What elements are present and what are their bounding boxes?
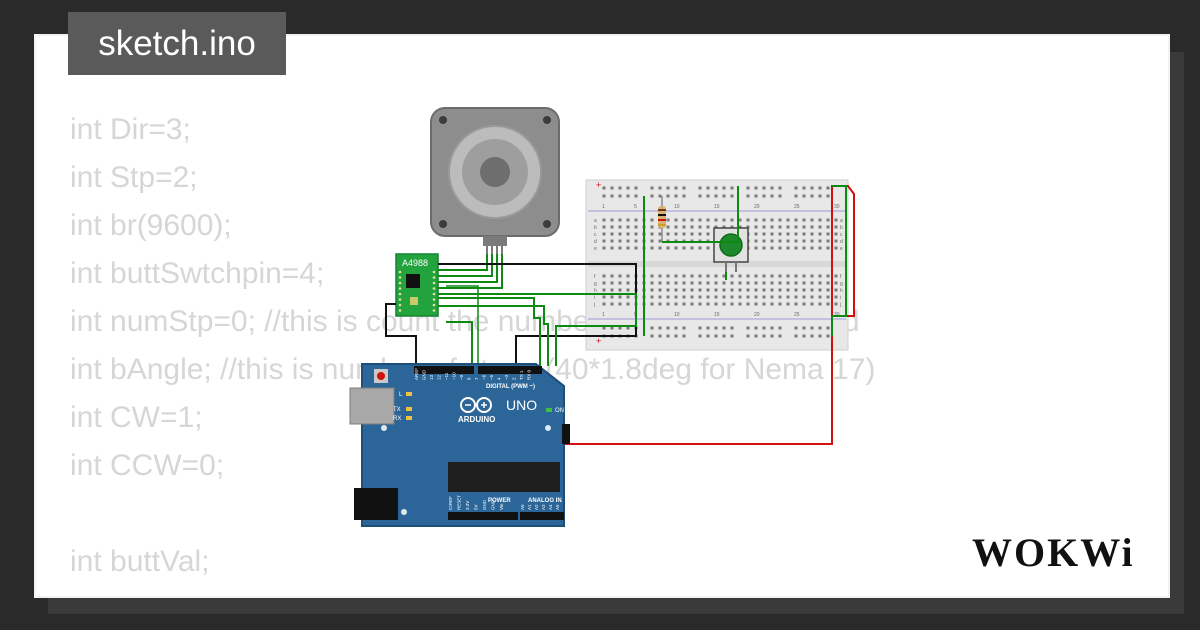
arduino-pin-label: A2	[534, 504, 539, 510]
svg-text:WOKWi: WOKWi	[972, 530, 1135, 575]
breadboard-column-label: 20	[754, 204, 760, 210]
power-header-label: POWER	[488, 498, 511, 504]
l-led-label: L	[399, 392, 403, 398]
driver-label: A4988	[402, 258, 428, 268]
code-line: int CCW=0;	[70, 449, 225, 482]
arduino-pin-label: 2	[512, 377, 517, 380]
arduino-pin-label: ~3	[504, 374, 509, 380]
preview-card: int Dir=3; int Stp=2; int br(9600); int but…	[34, 34, 1170, 598]
on-led-label: ON	[555, 408, 564, 414]
breadboard-row-label: g	[594, 281, 597, 287]
breadboard-column-label: 5	[634, 204, 637, 210]
arduino-pin-label: ~11	[444, 372, 449, 380]
resistor[interactable]	[658, 196, 666, 242]
arduino-pin-label: GND	[422, 369, 427, 380]
arduino-logo-icon	[460, 397, 492, 413]
arduino-pin-label: 13	[429, 374, 434, 380]
arduino-pin-label: ~5	[489, 374, 494, 380]
breadboard-column-label: 25	[794, 204, 800, 210]
breadboard-row-label: c	[840, 232, 843, 238]
arduino-pin-label: IOREF	[448, 496, 453, 510]
breadboard-row-label: a	[594, 218, 597, 224]
arduino-pin-label: A1	[527, 504, 532, 510]
digital-header-label: DIGITAL (PWM ~)	[486, 384, 535, 390]
arduino-pin-label: 3.3V	[465, 501, 470, 510]
breadboard-row-label: b	[594, 225, 597, 231]
breadboard-row-label: d	[594, 239, 597, 245]
analog-header-label: ANALOG IN	[528, 498, 562, 504]
breadboard-row-label: c	[594, 232, 597, 238]
code-line: int buttSwtchpin=4;	[70, 257, 325, 290]
breadboard-column-label: 15	[714, 204, 720, 210]
breadboard-row-label: f	[840, 274, 842, 280]
breadboard-row-label: b	[840, 225, 843, 231]
brand-label: ARDUINO	[458, 415, 495, 424]
arduino-pin-label: GND	[482, 499, 487, 510]
arduino-pin-label: ~10	[452, 372, 457, 380]
breadboard-column-label: 10	[674, 204, 680, 210]
file-tab-title[interactable]: sketch.ino	[68, 12, 286, 75]
breadboard-row-label: g	[840, 281, 843, 287]
a4988-driver[interactable]: A4988	[395, 253, 439, 317]
code-line: int CW=1;	[70, 401, 203, 434]
arduino-uno[interactable]: L TX RX ON DIGITAL (PWM ~) UNO ARDUINO P…	[349, 363, 570, 527]
arduino-pin-label: RX 0	[527, 369, 532, 380]
tx-led-label: TX	[393, 407, 401, 413]
breadboard-row-label: j	[593, 302, 595, 308]
code-line: int buttVal;	[70, 545, 210, 578]
breadboard-column-label: 30	[834, 204, 840, 210]
push-button[interactable]	[713, 227, 749, 272]
arduino-pin-label: ~6	[482, 374, 487, 380]
code-line: int Stp=2;	[70, 161, 198, 194]
breadboard-column-label: 20	[754, 312, 760, 318]
breadboard-row-label: e	[840, 246, 843, 252]
arduino-pin-label: Vin	[499, 503, 504, 510]
breadboard-column-label: 1	[602, 312, 605, 318]
arduino-pin-label: A4	[548, 504, 553, 510]
arduino-pin-label: TX 1	[519, 370, 524, 380]
breadboard-row-label: i	[840, 295, 841, 301]
arduino-pin-label: ~9	[459, 374, 464, 380]
breadboard-column-label: 15	[714, 312, 720, 318]
arduino-pin-label: 8	[467, 377, 472, 380]
code-line: int Dir=3;	[70, 113, 191, 146]
arduino-pin-label: A0	[520, 504, 525, 510]
arduino-pin-label: A5	[555, 504, 560, 510]
arduino-pin-label: 12	[437, 374, 442, 380]
arduino-pin-label: 7	[474, 377, 479, 380]
breadboard-row-label: h	[840, 288, 843, 294]
arduino-pin-label: GND	[491, 499, 496, 510]
breadboard-column-label: 25	[794, 312, 800, 318]
model-label: UNO	[506, 397, 537, 413]
svg-text:+: +	[596, 336, 601, 346]
stepper-motor[interactable]	[430, 107, 560, 254]
breadboard-row-label: d	[840, 239, 843, 245]
breadboard-row-label: i	[594, 295, 595, 301]
arduino-pin-label: 5V	[474, 504, 479, 510]
breadboard-row-label: a	[840, 218, 843, 224]
arduino-pin-label: A3	[541, 504, 546, 510]
breadboard-row-label: e	[594, 246, 597, 252]
breadboard-row-label: h	[594, 288, 597, 294]
breadboard-column-label: 1	[602, 204, 605, 210]
arduino-pin-label: RESET	[457, 495, 462, 510]
wokwi-logo: WOKWi	[972, 530, 1135, 575]
breadboard-row-label: j	[839, 302, 841, 308]
code-line: float bAngle2;	[70, 586, 875, 596]
breadboard-column-label: 10	[674, 312, 680, 318]
breadboard-row-label: f	[594, 274, 596, 280]
arduino-pin-label: 4	[497, 377, 502, 380]
rx-led-label: RX	[393, 416, 401, 422]
arduino-pin-label: AREF	[414, 368, 419, 380]
svg-text:+: +	[596, 180, 601, 190]
code-line: int br(9600);	[70, 209, 232, 242]
